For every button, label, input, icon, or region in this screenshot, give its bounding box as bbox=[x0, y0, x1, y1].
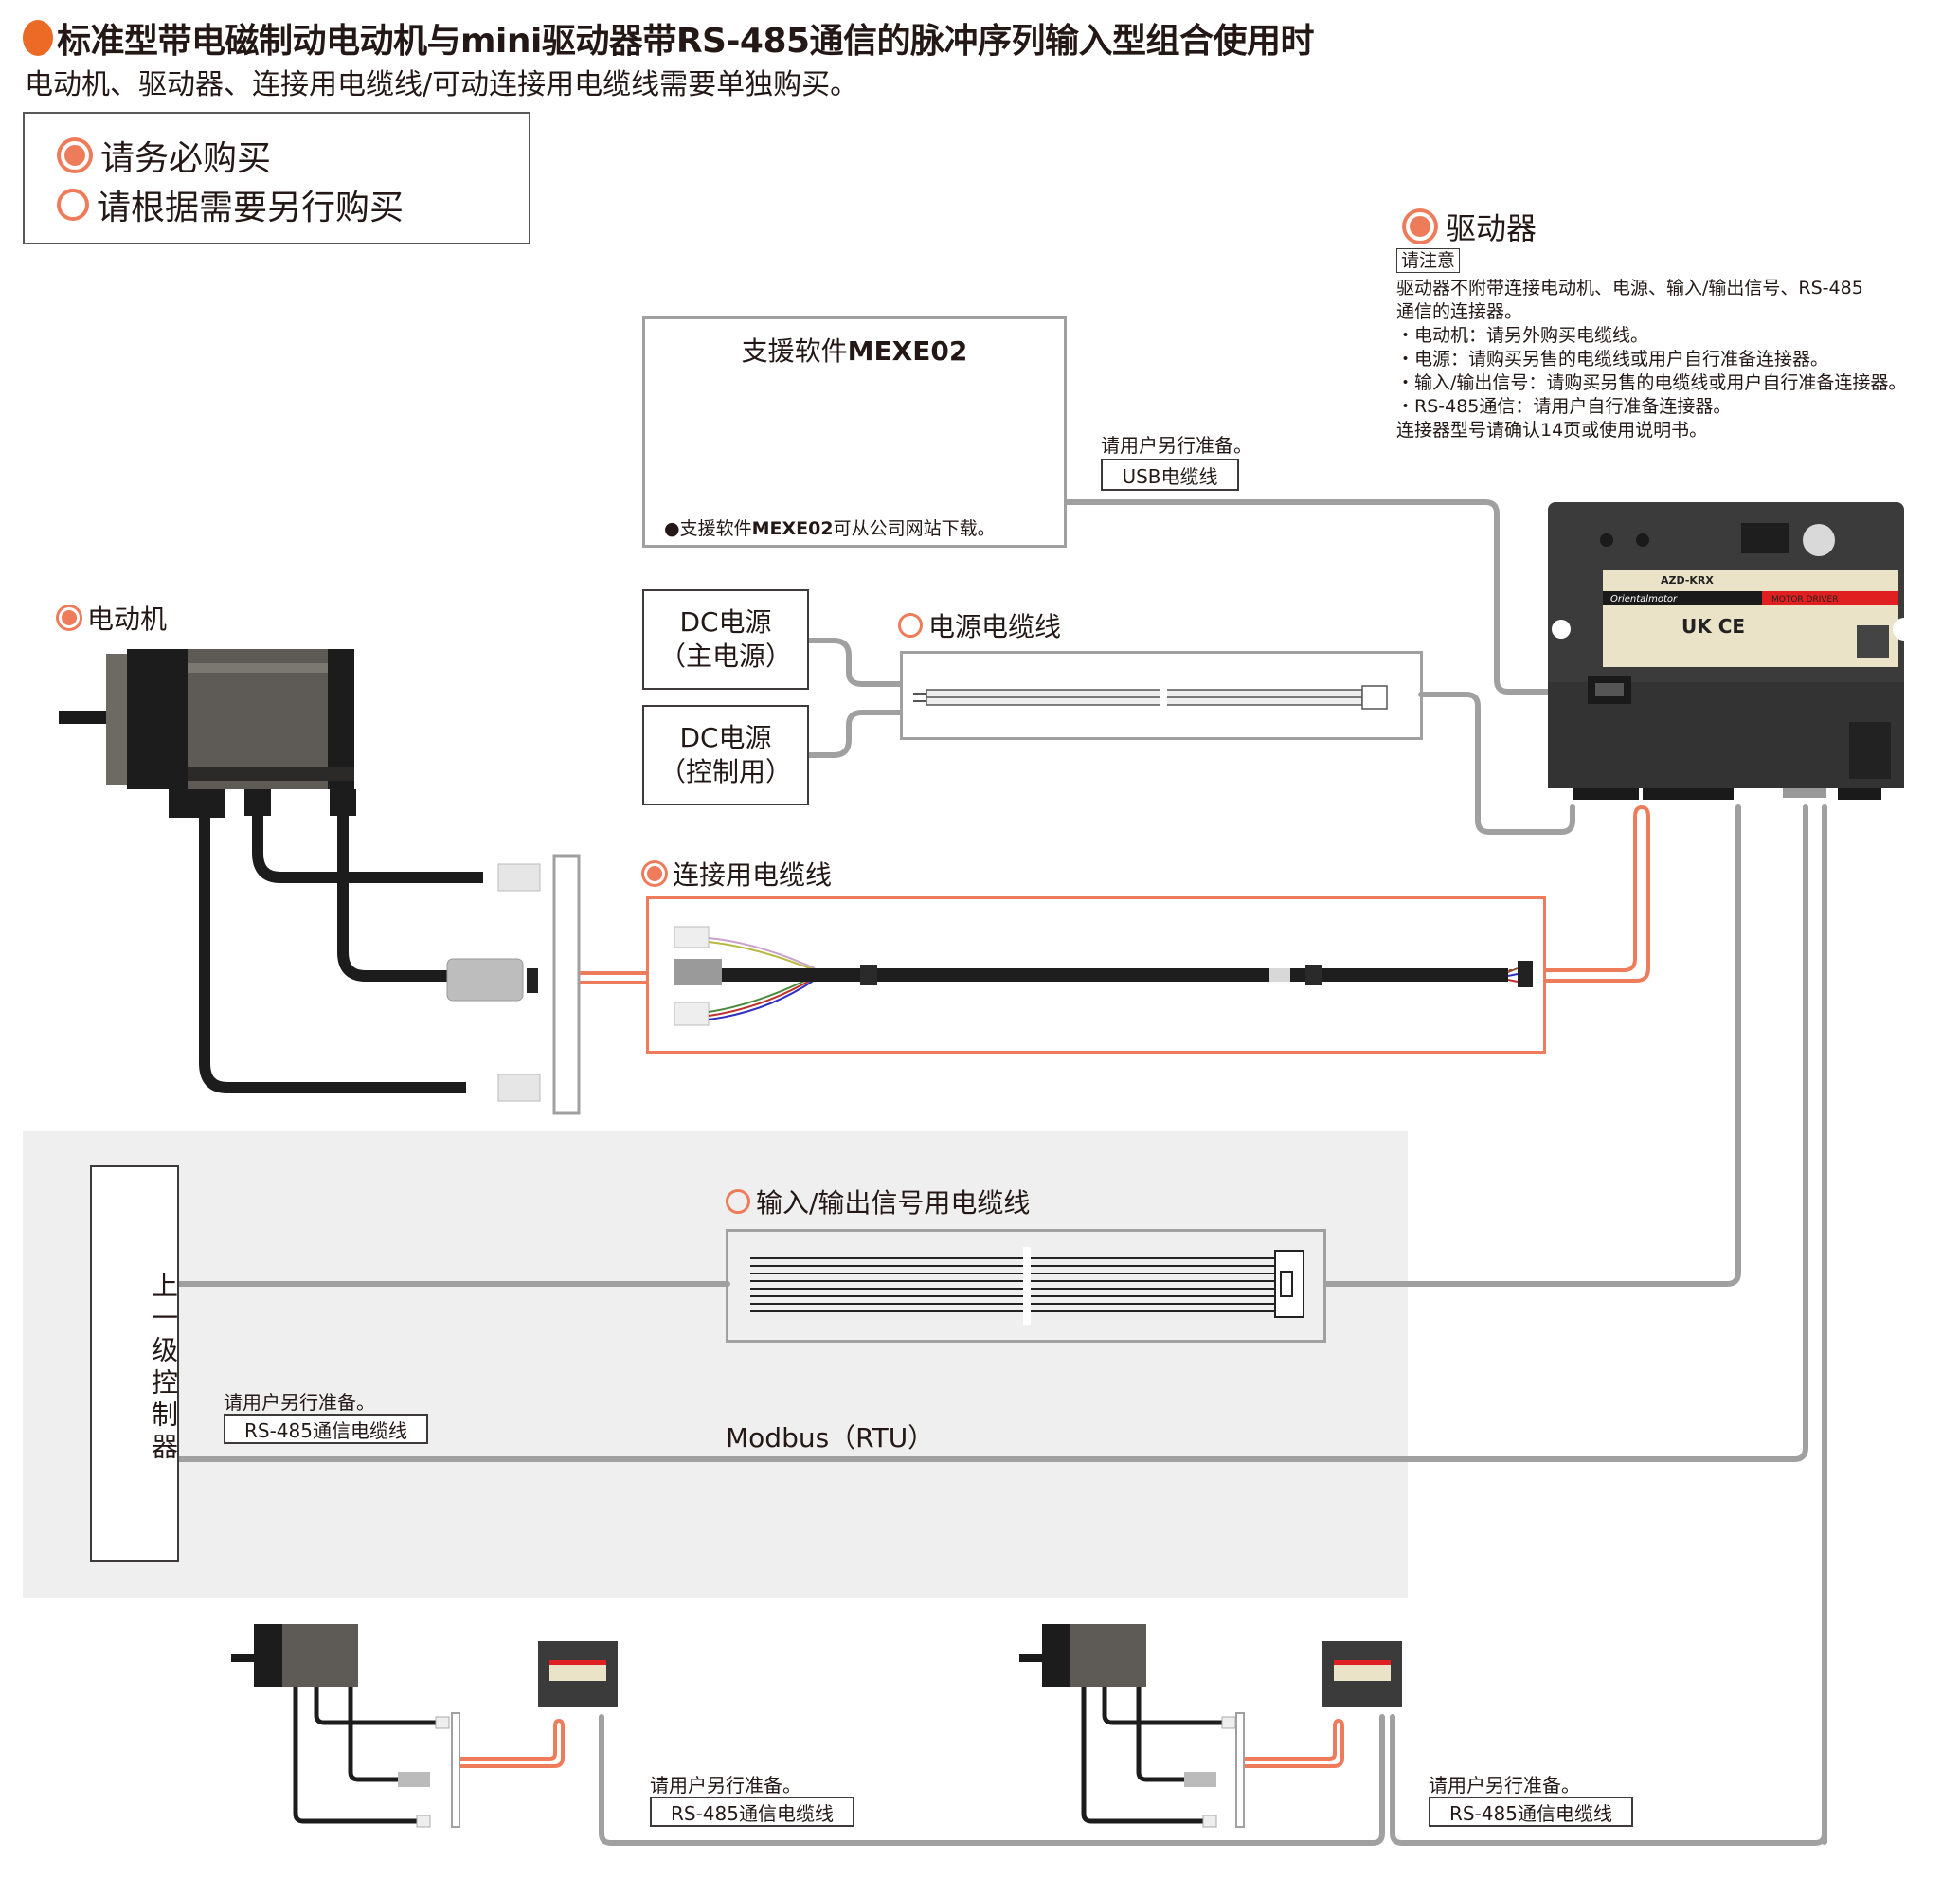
page-title-text: 标准型带电磁制动电动机与mini驱动器带RS-485通信的脉冲序列输入型组合使用… bbox=[57, 22, 1315, 61]
dc-power-main-line1: DC电源 bbox=[679, 606, 772, 638]
power-cable-label-text: 电源电缆线 bbox=[928, 611, 1062, 642]
driver-cert-text: UK CE bbox=[1681, 615, 1745, 638]
main-power-line bbox=[806, 638, 903, 687]
unit2-note: 请用户另行准备。 bbox=[1429, 1774, 1580, 1797]
control-power-line bbox=[806, 710, 903, 758]
driver-note-line: 驱动器不附带连接电动机、电源、输入/输出信号、RS-485 bbox=[1396, 278, 1863, 298]
required-mark-icon bbox=[1406, 212, 1434, 241]
connection-cable-label: 连接用电缆线 bbox=[640, 855, 832, 893]
driver-note-line: ・RS-485通信：请用户自行准备连接器。 bbox=[1396, 396, 1732, 417]
software-download-note: ●支援软件MEXE02可从公司网站下载。 bbox=[664, 515, 996, 540]
legend-optional-label: 请根据需要另行购买 bbox=[97, 189, 405, 227]
io-cable-label-text: 输入/输出信号用电缆线 bbox=[756, 1187, 1031, 1219]
driver-label: 驱动器 bbox=[1400, 205, 1537, 248]
driver-label-text: 驱动器 bbox=[1446, 210, 1537, 246]
page-subtitle: 电动机、驱动器、连接用电缆线/可动连接用电缆线需要单独购买。 bbox=[25, 68, 859, 101]
connection-cable-label-text: 连接用电缆线 bbox=[673, 859, 833, 891]
dc-power-control-line1: DC电源 bbox=[679, 722, 772, 753]
connection-cable-frame bbox=[646, 896, 1546, 1054]
power-cable-frame bbox=[900, 651, 1423, 740]
driver-model-text: AZD-KRX bbox=[1661, 574, 1714, 587]
motor-illustration bbox=[59, 649, 356, 818]
software-note-name: MEXE02 bbox=[751, 518, 834, 539]
unit1-note: 请用户另行准备。 bbox=[650, 1774, 801, 1797]
unit2-rs485-tag: RS-485通信电缆线 bbox=[1429, 1797, 1633, 1827]
driver-note-line: ・电动机：请另外购买电缆线。 bbox=[1396, 325, 1649, 346]
io-cable-label: 输入/输出信号用电缆线 bbox=[726, 1183, 1030, 1220]
small-motor-unit-2 bbox=[1019, 1624, 1402, 1828]
motor-connector-bracket bbox=[552, 854, 581, 1115]
software-title-name: MEXE02 bbox=[847, 335, 968, 367]
motor-cable-brake bbox=[252, 815, 483, 883]
driver-illustration bbox=[1548, 502, 1904, 800]
dc-power-main-line2: （主电源） bbox=[658, 641, 792, 672]
legend-required-label: 请务必购买 bbox=[100, 139, 272, 178]
dc-power-control-box: DC电源 （控制用） bbox=[642, 705, 809, 805]
required-mark-icon bbox=[644, 863, 665, 884]
legend-required: 请务必购买 bbox=[55, 131, 271, 180]
driver-note-line: ・电源：请购买另售的电缆线或用户自行准备连接器。 bbox=[1396, 349, 1829, 370]
host-controller-box: 上一级控制器 bbox=[90, 1165, 179, 1562]
usb-cable-tag: USB电缆线 bbox=[1101, 459, 1239, 491]
dc-power-control-line2: （控制用） bbox=[658, 756, 792, 787]
optional-mark-icon bbox=[57, 189, 89, 221]
driver-product-text: MOTOR DRIVER bbox=[1771, 595, 1838, 605]
bullet-icon bbox=[23, 20, 53, 56]
legend-box: 请务必购买 请根据需要另行购买 bbox=[23, 112, 530, 244]
connection-line-right-outer bbox=[1544, 805, 1650, 983]
usb-note: 请用户另行准备。 bbox=[1101, 434, 1252, 457]
dc-power-main-box: DC电源 （主电源） bbox=[642, 589, 809, 690]
legend-optional: 请根据需要另行购买 bbox=[55, 180, 404, 229]
rs485-cable-tag: RS-485通信电缆线 bbox=[224, 1414, 428, 1444]
host-controller-label: 上一级控制器 bbox=[148, 1272, 179, 1465]
motor-label-text: 电动机 bbox=[87, 604, 168, 635]
motor-label: 电动机 bbox=[55, 599, 167, 637]
software-note-prefix: ●支援软件 bbox=[664, 518, 752, 539]
controller-area-background bbox=[23, 1131, 1408, 1598]
motor-connectors bbox=[446, 863, 541, 1102]
motor-cable-power bbox=[199, 815, 466, 1093]
software-title-prefix: 支援软件 bbox=[741, 335, 848, 367]
rs485-note: 请用户另行准备。 bbox=[224, 1391, 375, 1414]
software-title: 支援软件MEXE02 bbox=[645, 331, 1064, 369]
unit1-rs485-tag: RS-485通信电缆线 bbox=[650, 1797, 854, 1827]
driver-note-line: ・输入/输出信号：请购买另售的电缆线或用户自行准备连接器。 bbox=[1396, 372, 1907, 393]
required-mark-icon bbox=[61, 141, 89, 170]
connection-line-unit1 bbox=[459, 1719, 565, 1768]
optional-mark-icon bbox=[898, 613, 923, 638]
software-note-suffix: 可从公司网站下载。 bbox=[833, 518, 996, 539]
small-motor-unit-1 bbox=[231, 1624, 618, 1828]
driver-brand-text: Orientalmotor bbox=[1610, 594, 1678, 605]
optional-mark-icon bbox=[726, 1189, 750, 1214]
connection-line-unit2 bbox=[1244, 1719, 1344, 1768]
driver-note-line: 通信的连接器。 bbox=[1396, 301, 1523, 322]
power-cable-label: 电源电缆线 bbox=[898, 606, 1061, 644]
software-box: 支援软件MEXE02 ●支援软件MEXE02可从公司网站下载。 bbox=[642, 316, 1067, 548]
modbus-protocol-label: Modbus（RTU） bbox=[726, 1422, 935, 1454]
driver-note-line: 连接器型号请确认14页或使用说明书。 bbox=[1396, 420, 1708, 441]
power-cable-to-driver-line bbox=[1418, 692, 1575, 835]
caution-tag: 请注意 bbox=[1396, 248, 1461, 273]
driver-notes: 驱动器不附带连接电动机、电源、输入/输出信号、RS-485 通信的连接器。 ・电… bbox=[1396, 277, 1906, 442]
motor-cable-encoder bbox=[337, 815, 453, 982]
required-mark-icon bbox=[59, 607, 80, 628]
io-cable-frame bbox=[726, 1229, 1326, 1343]
page-title: 标准型带电磁制动电动机与mini驱动器带RS-485通信的脉冲序列输入型组合使用… bbox=[23, 13, 1315, 63]
